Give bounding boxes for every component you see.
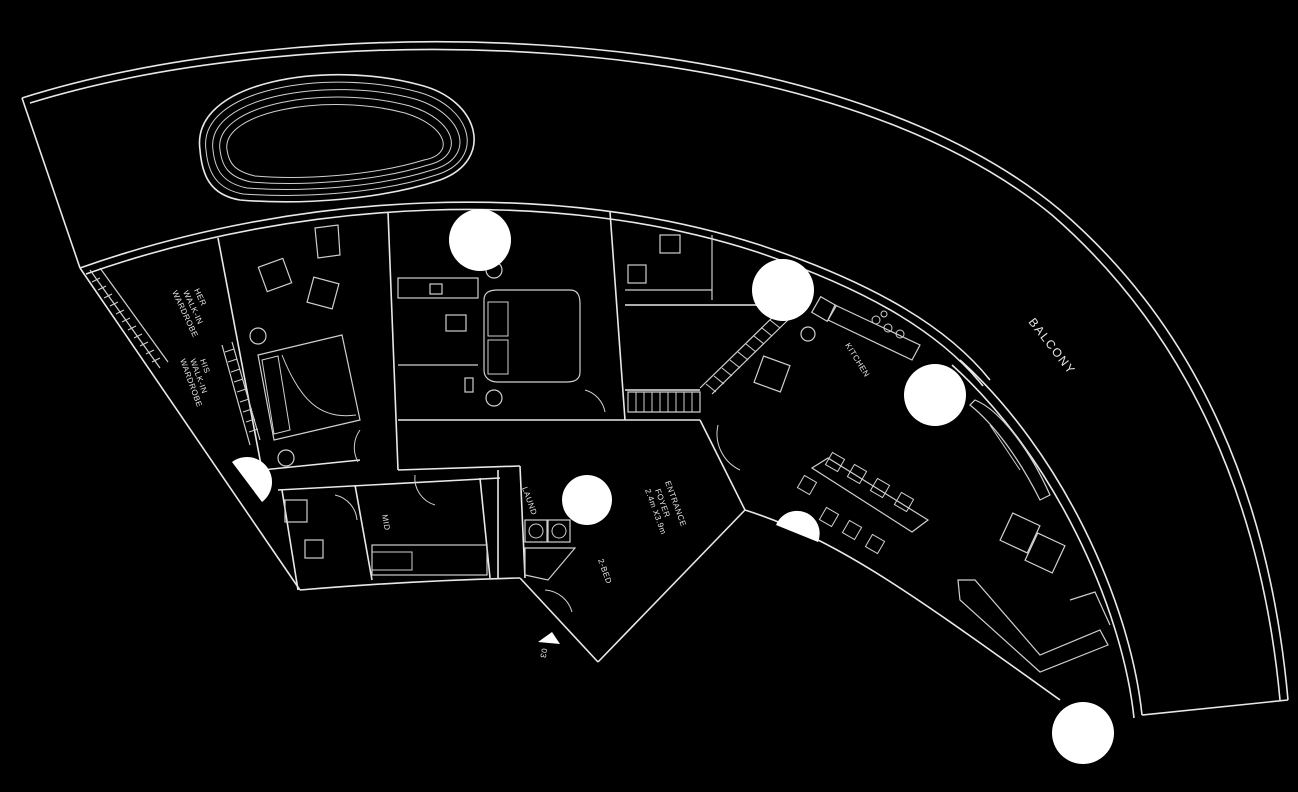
bed2-label: 2-BED bbox=[596, 558, 613, 586]
ensuite-1 bbox=[397, 277, 479, 393]
kitchen-bench bbox=[753, 295, 921, 393]
master-bed bbox=[257, 334, 361, 441]
chairs bbox=[257, 224, 341, 310]
bathroom-3 bbox=[284, 499, 324, 559]
lounge bbox=[957, 512, 1111, 673]
mid-bed bbox=[371, 544, 488, 576]
marker-label: 03 bbox=[538, 648, 549, 659]
dining-table bbox=[796, 451, 930, 555]
columns bbox=[232, 209, 1114, 764]
laund-label: LAUND bbox=[520, 486, 539, 517]
section-marker bbox=[538, 632, 560, 644]
building-walls bbox=[79, 201, 1061, 701]
his-wardrobe-hatch bbox=[221, 341, 261, 446]
bathroom-2 bbox=[625, 234, 713, 300]
balcony-outline bbox=[21, 41, 1289, 719]
mid-label: MID bbox=[380, 514, 392, 531]
fixtures bbox=[249, 261, 816, 467]
bed-2 bbox=[483, 289, 581, 383]
door-swings bbox=[334, 389, 741, 613]
laundry bbox=[524, 519, 577, 581]
pool-oval bbox=[198, 73, 475, 203]
planter bbox=[969, 399, 1051, 501]
her-wardrobe-hatch bbox=[89, 267, 169, 369]
stairs bbox=[627, 311, 791, 413]
kitchen-label: KITCHEN bbox=[843, 341, 871, 379]
balcony-label: BALCONY bbox=[1026, 315, 1079, 377]
